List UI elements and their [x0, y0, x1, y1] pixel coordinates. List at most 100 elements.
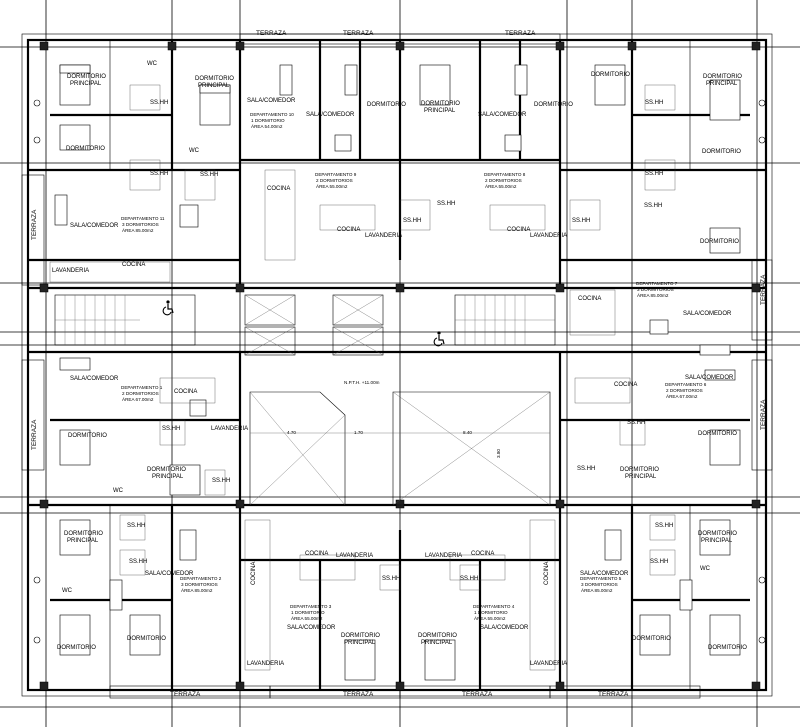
svg-text:DEPARTAMENTO 6: DEPARTAMENTO 6: [665, 382, 707, 387]
level-note: N.P.T.H. +11.00m: [344, 380, 380, 385]
dept-note: DEPARTAMENTO 9 2 DORMITORIOS ÁREA 55.00m…: [315, 172, 357, 189]
svg-text:2 DORMITORIOS: 2 DORMITORIOS: [122, 391, 159, 396]
svg-text:ÁREA 85.00m2: ÁREA 85.00m2: [637, 292, 669, 298]
room-label-ssh: SS.HH: [437, 201, 455, 207]
room-label-ssh: SS.HH: [645, 100, 663, 106]
svg-text:DEPARTAMENTO 5: DEPARTAMENTO 5: [580, 576, 622, 581]
svg-text:ÁREA 55.00m2: ÁREA 55.00m2: [316, 183, 348, 189]
dim-label: 4.70: [287, 430, 296, 435]
svg-text:1 DORMITORIO: 1 DORMITORIO: [291, 610, 325, 615]
dim-label: 1.70: [354, 430, 363, 435]
svg-text:ÁREA 55.00m2: ÁREA 55.00m2: [474, 615, 506, 621]
svg-text:DEPARTAMENTO 2: DEPARTAMENTO 2: [180, 576, 222, 581]
svg-text:DEPARTAMENTO 11: DEPARTAMENTO 11: [121, 216, 165, 221]
columns: [33, 41, 766, 691]
room-label-dormitorio: PRINCIPAL: [706, 81, 738, 87]
svg-text:DEPARTAMENTO 9: DEPARTAMENTO 9: [315, 172, 357, 177]
room-label-sala: SALA/COMEDOR: [287, 625, 336, 631]
svg-text:ÁREA 55.00m2: ÁREA 55.00m2: [485, 183, 517, 189]
room-label-dormitorio: PRINCIPAL: [152, 474, 184, 480]
room-label-sala: SALA/COMEDOR: [306, 112, 355, 118]
room-label-lavanderia: LAVANDERIA: [365, 233, 402, 239]
room-label-ssh: SS.HH: [655, 523, 673, 529]
dept-note: DEPARTAMENTO 10 1 DORMITORIO ÁREA 54.00m…: [250, 112, 294, 129]
room-label-sala: SALA/COMEDOR: [685, 375, 734, 381]
terrace-label: TERRAZA: [760, 274, 767, 305]
room-label-ssh: SS.HH: [644, 203, 662, 209]
room-label-dormitorio: DORMITORIO: [418, 633, 457, 639]
room-label-lavanderia: LAVANDERIA: [425, 553, 462, 559]
room-label-cocina: COCINA: [305, 551, 328, 557]
room-label-ssh: SS.HH: [127, 523, 145, 529]
room-label-dormitorio: DORMITORIO: [702, 149, 741, 155]
room-label-dormitorio: DORMITORIO: [698, 531, 737, 537]
room-label-ssh: SS.HH: [150, 100, 168, 106]
svg-text:3 DORMITORIOS: 3 DORMITORIOS: [637, 287, 674, 292]
room-label-dormitorio: PRINCIPAL: [421, 640, 453, 646]
svg-text:3 DORMITORIOS: 3 DORMITORIOS: [122, 222, 159, 227]
room-label-ssh: SS.HH: [577, 466, 595, 472]
room-label-dormitorio: DORMITORIO: [421, 101, 460, 107]
room-label-dormitorio: DORMITORIO: [591, 72, 630, 78]
svg-text:DEPARTAMENTO 7: DEPARTAMENTO 7: [636, 281, 678, 286]
terrace-label: TERRAZA: [31, 419, 38, 450]
room-label-lavanderia: LAVANDERIA: [247, 661, 284, 667]
svg-text:ÁREA 85.00m2: ÁREA 85.00m2: [122, 227, 154, 233]
terrace-label: TERRAZA: [343, 30, 374, 37]
svg-text:DEPARTAMENTO 10: DEPARTAMENTO 10: [250, 112, 294, 117]
room-label-wc: WC: [113, 488, 124, 494]
svg-text:ÁREA 55.00m2: ÁREA 55.00m2: [291, 615, 323, 621]
room-label-dormitorio: DORMITORIO: [700, 239, 739, 245]
room-label-dormitorio: PRINCIPAL: [701, 538, 733, 544]
room-label-ssh: SS.HH: [627, 420, 645, 426]
room-label-dormitorio: DORMITORIO: [698, 431, 737, 437]
room-label-dormitorio: PRINCIPAL: [70, 81, 102, 87]
room-label-dormitorio: DORMITORIO: [147, 467, 186, 473]
dept-note: DEPARTAMENTO 4 1 DORMITORIO ÁREA 55.00m2: [473, 604, 515, 621]
svg-text:ÁREA 85.00m2: ÁREA 85.00m2: [181, 587, 213, 593]
room-label-sala: SALA/COMEDOR: [70, 376, 119, 382]
room-label-lavanderia: LAVANDERIA: [530, 661, 567, 667]
terrace-label: TERRAZA: [462, 691, 493, 698]
room-label-sala: SALA/COMEDOR: [247, 98, 296, 104]
terrace-label: TERRAZA: [760, 399, 767, 430]
room-label-sala: SALA/COMEDOR: [145, 571, 194, 577]
terrace-label: TERRAZA: [170, 691, 201, 698]
svg-text:3 DORMITORIOS: 3 DORMITORIOS: [181, 582, 218, 587]
svg-text:ÁREA 54.00m2: ÁREA 54.00m2: [251, 123, 283, 129]
dept-note: DEPARTAMENTO 3 1 DORMITORIO ÁREA 55.00m2: [290, 604, 332, 621]
svg-text:2 DORMITORIOS: 2 DORMITORIOS: [485, 178, 522, 183]
svg-text:1 DORMITORIO: 1 DORMITORIO: [251, 118, 285, 123]
room-label-dormitorio: DORMITORIO: [67, 74, 106, 80]
room-label-ssh: SS.HH: [460, 576, 478, 582]
svg-text:DEPARTAMENTO 3: DEPARTAMENTO 3: [290, 604, 332, 609]
room-label-dormitorio: PRINCIPAL: [625, 474, 657, 480]
room-label-cocina: COCINA: [471, 551, 494, 557]
room-label-dormitorio: DORMITORIO: [195, 76, 234, 82]
dept-note: DEPARTAMENTO 11 3 DORMITORIOS ÁREA 85.00…: [121, 216, 165, 233]
svg-text:2 DORMITORIOS: 2 DORMITORIOS: [666, 388, 703, 393]
room-label-lavanderia: LAVANDERIA: [530, 233, 567, 239]
dept-note: DEPARTAMENTO 7 3 DORMITORIOS ÁREA 85.00m…: [636, 281, 678, 298]
dept-note: DEPARTAMENTO 1 2 DORMITORIOS ÁREA 67.00m…: [121, 385, 163, 402]
room-label-ssh: SS.HH: [650, 559, 668, 565]
core: [54, 294, 556, 506]
room-label-dormitorio: PRINCIPAL: [424, 108, 456, 114]
svg-text:1 DORMITORIO: 1 DORMITORIO: [474, 610, 508, 615]
room-label-ssh: SS.HH: [200, 172, 218, 178]
room-label-dormitorio: DORMITORIO: [703, 74, 742, 80]
room-label-cocina: COCINA: [614, 382, 637, 388]
room-label-lavanderia: LAVANDERIA: [336, 553, 373, 559]
svg-text:DEPARTAMENTO 8: DEPARTAMENTO 8: [484, 172, 526, 177]
dept-note: DEPARTAMENTO 6 2 DORMITORIOS ÁREA 67.00m…: [665, 382, 707, 399]
room-label-wc: WC: [147, 61, 158, 67]
room-label-dormitorio: DORMITORIO: [66, 146, 105, 152]
furniture: [49, 64, 741, 681]
room-label-sala: SALA/COMEDOR: [480, 625, 529, 631]
svg-text:DEPARTAMENTO 4: DEPARTAMENTO 4: [473, 604, 515, 609]
svg-text:ÁREA 67.00m2: ÁREA 67.00m2: [122, 396, 154, 402]
room-label-ssh: SS.HH: [212, 478, 230, 484]
terrace-label: TERRAZA: [598, 691, 629, 698]
